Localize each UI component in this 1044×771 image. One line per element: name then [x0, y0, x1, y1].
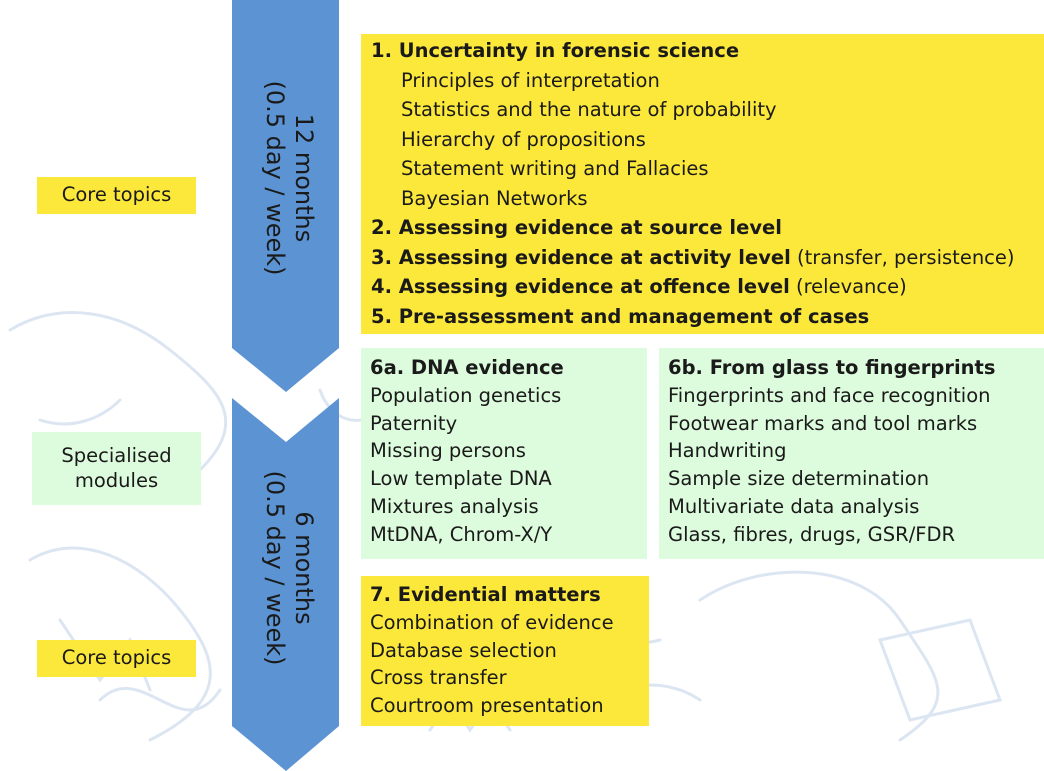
frequency-label: (0.5 day / week) [260, 470, 289, 666]
arrow-6-months-text: 6 months (0.5 day / week) [254, 408, 318, 728]
module-6b-item: Multivariate data analysis [668, 494, 920, 518]
module-6b-title: 6b. From glass to fingerprints [668, 356, 996, 379]
topic-1-item: Hierarchy of propositions [401, 127, 646, 151]
core-topics-label-top: Core topics [37, 177, 196, 214]
topic-1-item: Statistics and the nature of probability [401, 98, 777, 121]
module-6b-item: Sample size determination [668, 467, 930, 491]
module-6a-item: Low template DNA [370, 467, 552, 491]
topic-1-item: Statement writing and Fallacies [401, 157, 709, 180]
module-7-item: Database selection [370, 638, 557, 662]
specialised-modules-label-text: Specialised modules [61, 444, 172, 492]
topic-1-item: Bayesian Networks [401, 186, 588, 210]
topic-4-row: 4. Assessing evidence at offence level (… [371, 272, 1044, 302]
module-6a-item: MtDNA, Chrom-X/Y [370, 522, 553, 546]
module-6b-panel: 6b. From glass to fingerprints Fingerpri… [659, 348, 1044, 559]
topic-3-row: 3. Assessing evidence at activity level … [371, 243, 1044, 273]
module-6b-item: Footwear marks and tool marks [668, 411, 978, 435]
topic-3-note: (transfer, persistence) [790, 245, 1015, 269]
topic-5-title: 5. Pre-assessment and management of case… [371, 304, 870, 328]
topic-3-title: 3. Assessing evidence at activity level [371, 245, 791, 269]
duration-label: 6 months [290, 511, 318, 625]
module-6a-item: Population genetics [370, 383, 562, 407]
core-topics-label-text: Core topics [61, 183, 172, 207]
specialised-modules-label: Specialised modules [32, 432, 201, 505]
core-topics-panel: 1. Uncertainty in forensic science Princ… [361, 34, 1044, 334]
arrow-6-months [232, 398, 339, 771]
core-topics-label-text: Core topics [61, 646, 172, 670]
module-6a-panel: 6a. DNA evidence Population genetics Pat… [361, 348, 647, 559]
module-7-panel: 7. Evidential matters Combination of evi… [361, 576, 649, 726]
module-7-title: 7. Evidential matters [370, 583, 601, 606]
topic-2-title: 2. Assessing evidence at source level [371, 216, 782, 239]
frequency-label: (0.5 day / week) [260, 80, 289, 276]
arrow-12-months [232, 0, 339, 392]
arrow-12-months-text: 12 months (0.5 day / week) [254, 18, 318, 338]
topic-4-title: 4. Assessing evidence at offence level [371, 275, 790, 298]
module-6a-item: Missing persons [370, 439, 526, 463]
module-6b-item: Glass, fibres, drugs, GSR/FDR [668, 522, 956, 546]
module-7-item: Courtroom presentation [370, 694, 604, 718]
module-6b-item: Fingerprints and face recognition [668, 383, 991, 407]
topic-4-note: (relevance) [789, 275, 907, 298]
module-7-item: Combination of evidence [370, 610, 614, 634]
core-topics-label-bottom: Core topics [37, 640, 196, 677]
topic-1-title: 1. Uncertainty in forensic science [371, 39, 740, 62]
module-6b-item: Handwriting [668, 439, 787, 463]
module-6a-item: Mixtures analysis [370, 494, 539, 518]
topic-1-item: Principles of interpretation [401, 68, 660, 92]
module-6a-title: 6a. DNA evidence [370, 356, 564, 379]
module-6a-item: Paternity [370, 411, 458, 435]
duration-label: 12 months [290, 113, 318, 243]
module-7-item: Cross transfer [370, 666, 507, 690]
